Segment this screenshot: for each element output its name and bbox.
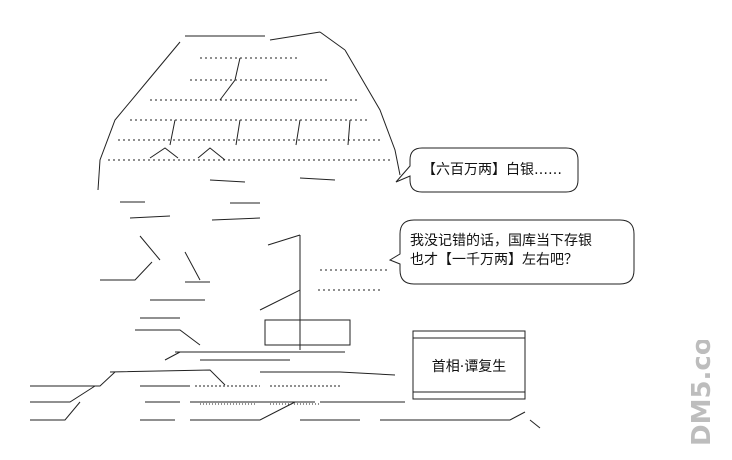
watermark-text: DM5.com [687,340,717,446]
dm5-logo-icon: DM5.com [687,310,717,446]
watermark-logo: DM5.com [686,310,722,448]
speech-bubble-outline [395,147,579,193]
caption-box-outline [412,330,526,400]
speech-bubble-2-line-2: 也才【一千万两】左右吧？ [410,252,578,268]
caption-box: 首相·谭复生 [412,330,526,400]
speech-bubble-outline [388,219,635,285]
speech-bubble-2-line-1: 我没记错的话，国库当下存银 [410,233,592,249]
caption-name-label: 首相·谭复生 [431,359,507,375]
speech-bubble-2: 我没记错的话，国库当下存银 也才【一千万两】左右吧？ [388,218,636,286]
speech-bubble-1: 【六百万两】白银…… [395,146,580,194]
speech-bubble-1-line-1: 【六百万两】白银…… [422,162,562,178]
